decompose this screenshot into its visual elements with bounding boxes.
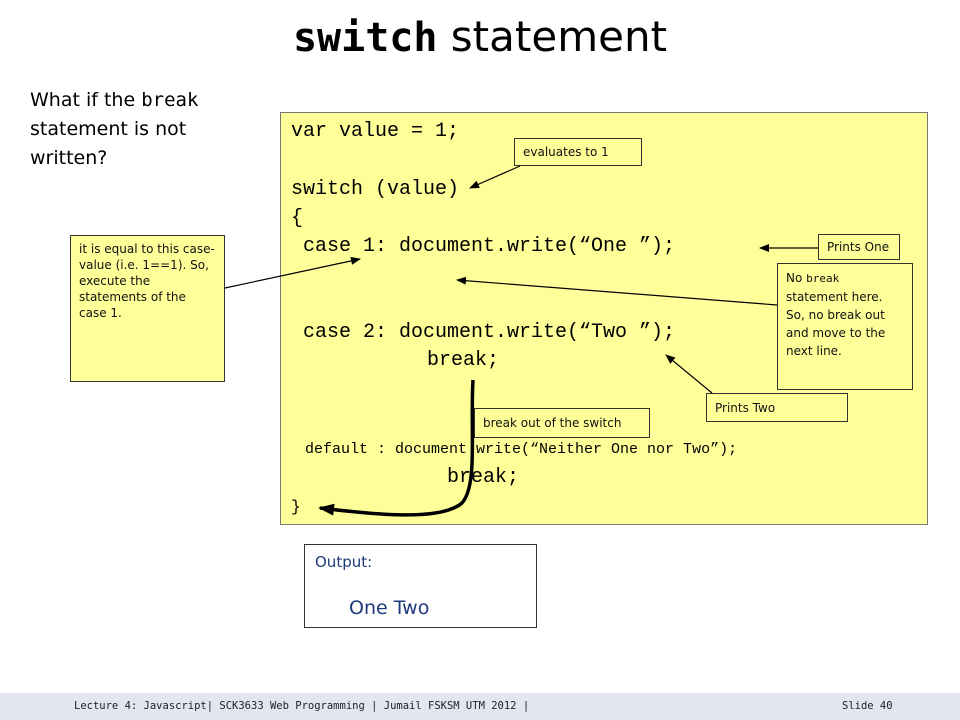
no-break-keyword: break (806, 272, 840, 285)
arrow-equal-case (224, 256, 361, 289)
callout-evaluates: evaluates to 1 (514, 138, 642, 166)
code-line-2: switch (value) (291, 178, 460, 201)
arrow-evaluates (469, 165, 521, 189)
footer-bar (0, 693, 960, 720)
code-line-1: var value = 1; (291, 120, 460, 143)
callout-no-break: No break statement here. So, no break ou… (777, 263, 913, 390)
callout-evaluates-text: evaluates to 1 (523, 145, 609, 159)
callout-prints-one-text: Prints One (827, 240, 890, 254)
code-line-7: default : document.write(“Neither One no… (305, 441, 738, 458)
output-label: Output: (315, 553, 373, 571)
question-prefix: What if the (30, 89, 142, 111)
arrow-prints-two (665, 354, 713, 394)
question-suffix: statement is not written? (30, 118, 187, 169)
footer-text: Lecture 4: Javascript| SCK3633 Web Progr… (74, 700, 530, 712)
callout-prints-two: Prints Two (706, 393, 848, 422)
callout-prints-one: Prints One (818, 234, 900, 260)
code-line-5: case 2: document.write(“Two ”); (291, 321, 676, 344)
title-rest: statement (437, 12, 668, 61)
callout-prints-two-text: Prints Two (715, 401, 776, 415)
callout-break-out: break out of the switch (474, 408, 650, 438)
question-text: What if the break statement is not writt… (30, 86, 250, 173)
no-break-suffix: statement here. So, no break out and mov… (786, 290, 886, 358)
callout-equal-case: it is equal to this case-value (i.e. 1==… (70, 235, 225, 382)
question-keyword: break (141, 89, 199, 111)
code-line-4: case 1: document.write(“One ”); (291, 235, 676, 258)
code-line-6: break; (427, 349, 500, 372)
callout-equal-case-text: it is equal to this case-value (i.e. 1==… (79, 242, 215, 320)
slide-number: Slide 40 (842, 700, 893, 712)
arrow-no-break (456, 276, 778, 306)
callout-break-out-text: break out of the switch (483, 416, 622, 430)
code-line-9: } (291, 498, 301, 516)
slide-title: switch statement (0, 12, 960, 61)
code-line-3: { (291, 207, 304, 230)
code-line-8: break; (447, 466, 520, 489)
title-keyword: switch (292, 15, 438, 61)
arrow-break-out (318, 379, 475, 517)
output-box: Output: One Two (304, 544, 537, 628)
no-break-prefix: No (786, 271, 807, 285)
output-value: One Two (349, 597, 430, 619)
